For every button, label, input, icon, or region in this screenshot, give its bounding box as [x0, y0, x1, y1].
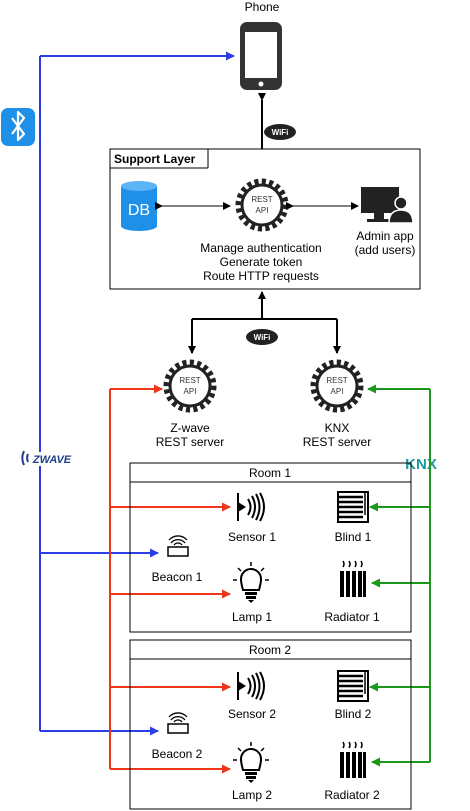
- svg-text:KNX: KNX: [405, 456, 437, 473]
- radiator-icon: [339, 560, 367, 598]
- beacon-1-label: Beacon 1: [152, 570, 203, 584]
- admin-user-icon: [361, 187, 414, 224]
- sensor-icon: [237, 671, 265, 701]
- support-gear-icon: REST API: [239, 182, 285, 228]
- beacon-2-label: Beacon 2: [152, 747, 203, 761]
- sensor-1-label: Sensor 1: [228, 530, 276, 544]
- zwave-server-gear-icon: REST API: [167, 363, 213, 409]
- room-1: Room 1 Sensor 1 Blind 1 Beacon 1 Lamp 1 …: [129, 462, 412, 633]
- knx-server-gear-icon: REST API: [314, 363, 360, 409]
- svg-text:API: API: [184, 387, 197, 396]
- blind-2-label: Blind 2: [335, 707, 372, 721]
- svg-text:API: API: [331, 387, 344, 396]
- sensor-2-label: Sensor 2: [228, 707, 276, 721]
- room-2-title: Room 2: [249, 643, 291, 657]
- admin-label-1: Admin app: [356, 229, 414, 243]
- svg-text:WiFi: WiFi: [272, 128, 289, 137]
- room-2: Room 2 Sensor 2 Blind 2 Beacon 2 Lamp 2 …: [129, 639, 412, 810]
- lamp-1-label: Lamp 1: [232, 610, 272, 624]
- support-desc-2: Generate token: [220, 255, 303, 269]
- phone-label: Phone: [245, 0, 280, 14]
- phone-icon: [240, 22, 282, 90]
- beacon-icon: [167, 712, 189, 734]
- radiator-icon: [339, 741, 367, 779]
- zwave-logo-icon: ZWAVE: [21, 450, 76, 466]
- svg-text:REST: REST: [326, 376, 347, 385]
- svg-text:REST: REST: [251, 195, 272, 204]
- database-icon: DB: [121, 181, 157, 231]
- blind-icon: [336, 669, 370, 703]
- support-layer-title: Support Layer: [114, 152, 196, 166]
- support-desc-3: Route HTTP requests: [203, 269, 319, 283]
- wifi-badge-bottom: WiFi: [246, 329, 278, 345]
- zwave-server-label-2: REST server: [156, 435, 224, 449]
- blind-icon: [336, 490, 370, 524]
- wifi-badge-top: WiFi: [264, 124, 296, 140]
- radiator-1-label: Radiator 1: [324, 610, 380, 624]
- admin-label-2: (add users): [355, 243, 416, 257]
- radiator-2-label: Radiator 2: [324, 788, 380, 802]
- lamp-icon: [232, 561, 270, 604]
- zwave-server-label-1: Z-wave: [170, 421, 210, 435]
- bluetooth-icon: [1, 108, 35, 146]
- support-desc-1: Manage authentication: [200, 241, 321, 255]
- knx-logo-icon: KNX: [405, 456, 437, 473]
- svg-text:DB: DB: [128, 202, 150, 219]
- lamp-2-label: Lamp 2: [232, 788, 272, 802]
- beacon-icon: [167, 535, 189, 557]
- blind-1-label: Blind 1: [335, 530, 372, 544]
- knx-server-label-1: KNX: [325, 421, 350, 435]
- knx-server-label-2: REST server: [303, 435, 371, 449]
- svg-text:WiFi: WiFi: [254, 333, 271, 342]
- room-1-title: Room 1: [249, 466, 291, 480]
- sensor-icon: [237, 492, 265, 522]
- svg-text:ZWAVE: ZWAVE: [32, 454, 72, 466]
- svg-text:API: API: [256, 206, 269, 215]
- svg-text:REST: REST: [179, 376, 200, 385]
- lamp-icon: [232, 741, 270, 784]
